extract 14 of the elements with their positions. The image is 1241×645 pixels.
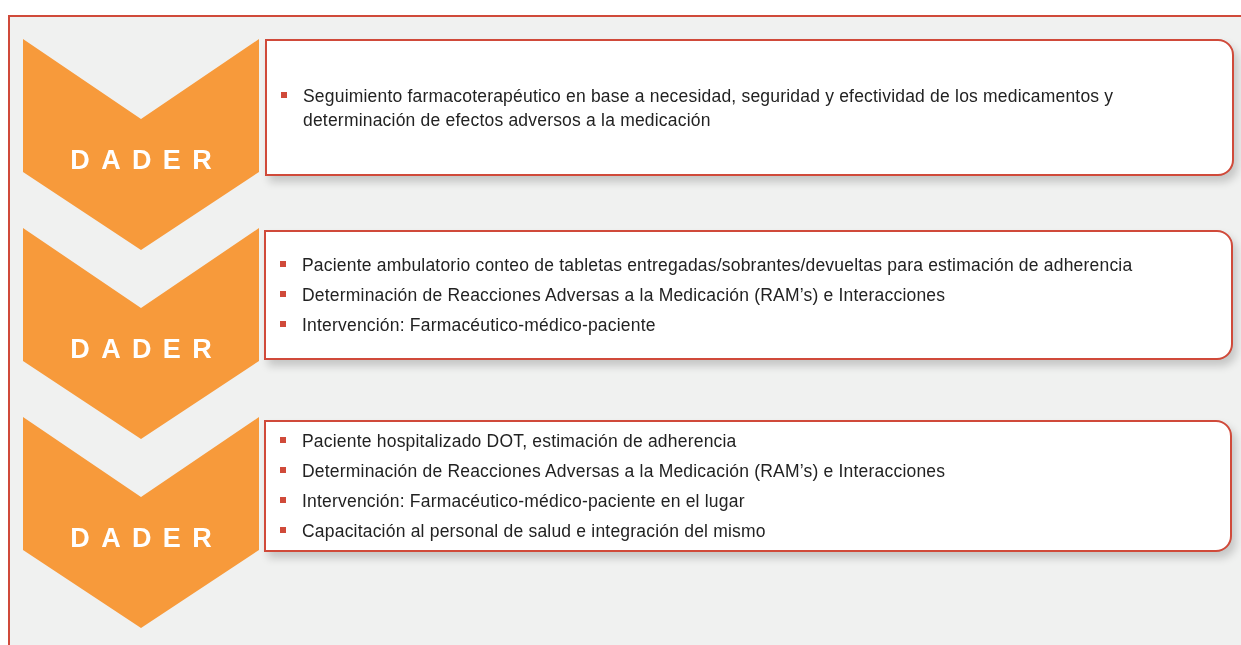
step-label: DADER xyxy=(69,334,224,364)
list-item-text: Intervención: Farmacéutico-médico-paciente xyxy=(302,314,656,337)
list-item-text: Determinación de Reacciones Adversas a la Medicación (RAM’s) e Interacciones xyxy=(302,284,946,307)
list-item-text: Determinación de Reacciones Adversas a la Medicación (RAM’s) e Interacciones xyxy=(302,460,946,483)
step-label: DADER xyxy=(69,523,224,553)
list-item-text: Paciente hospitalizado DOT, estimación de adherencia xyxy=(302,430,737,453)
content-box xyxy=(265,39,1234,176)
list-item-text: Seguimiento farmacoterapéutico en base a necesidad, seguridad y efectividad de los medicamentos y determinación de efectos adversos a la medicación xyxy=(303,84,1115,132)
list-item-text: Intervención: Farmacéutico-médico-paciente en el lugar xyxy=(302,490,745,513)
content-box xyxy=(264,420,1232,552)
list-item-text: Paciente ambulatorio conteo de tabletas entregadas/sobrantes/devueltas para estimación de adherencia xyxy=(302,254,1133,277)
content-box xyxy=(264,230,1233,360)
step-label: DADER xyxy=(69,145,224,175)
list-item-text: Capacitación al personal de salud e integración del mismo xyxy=(302,520,766,543)
